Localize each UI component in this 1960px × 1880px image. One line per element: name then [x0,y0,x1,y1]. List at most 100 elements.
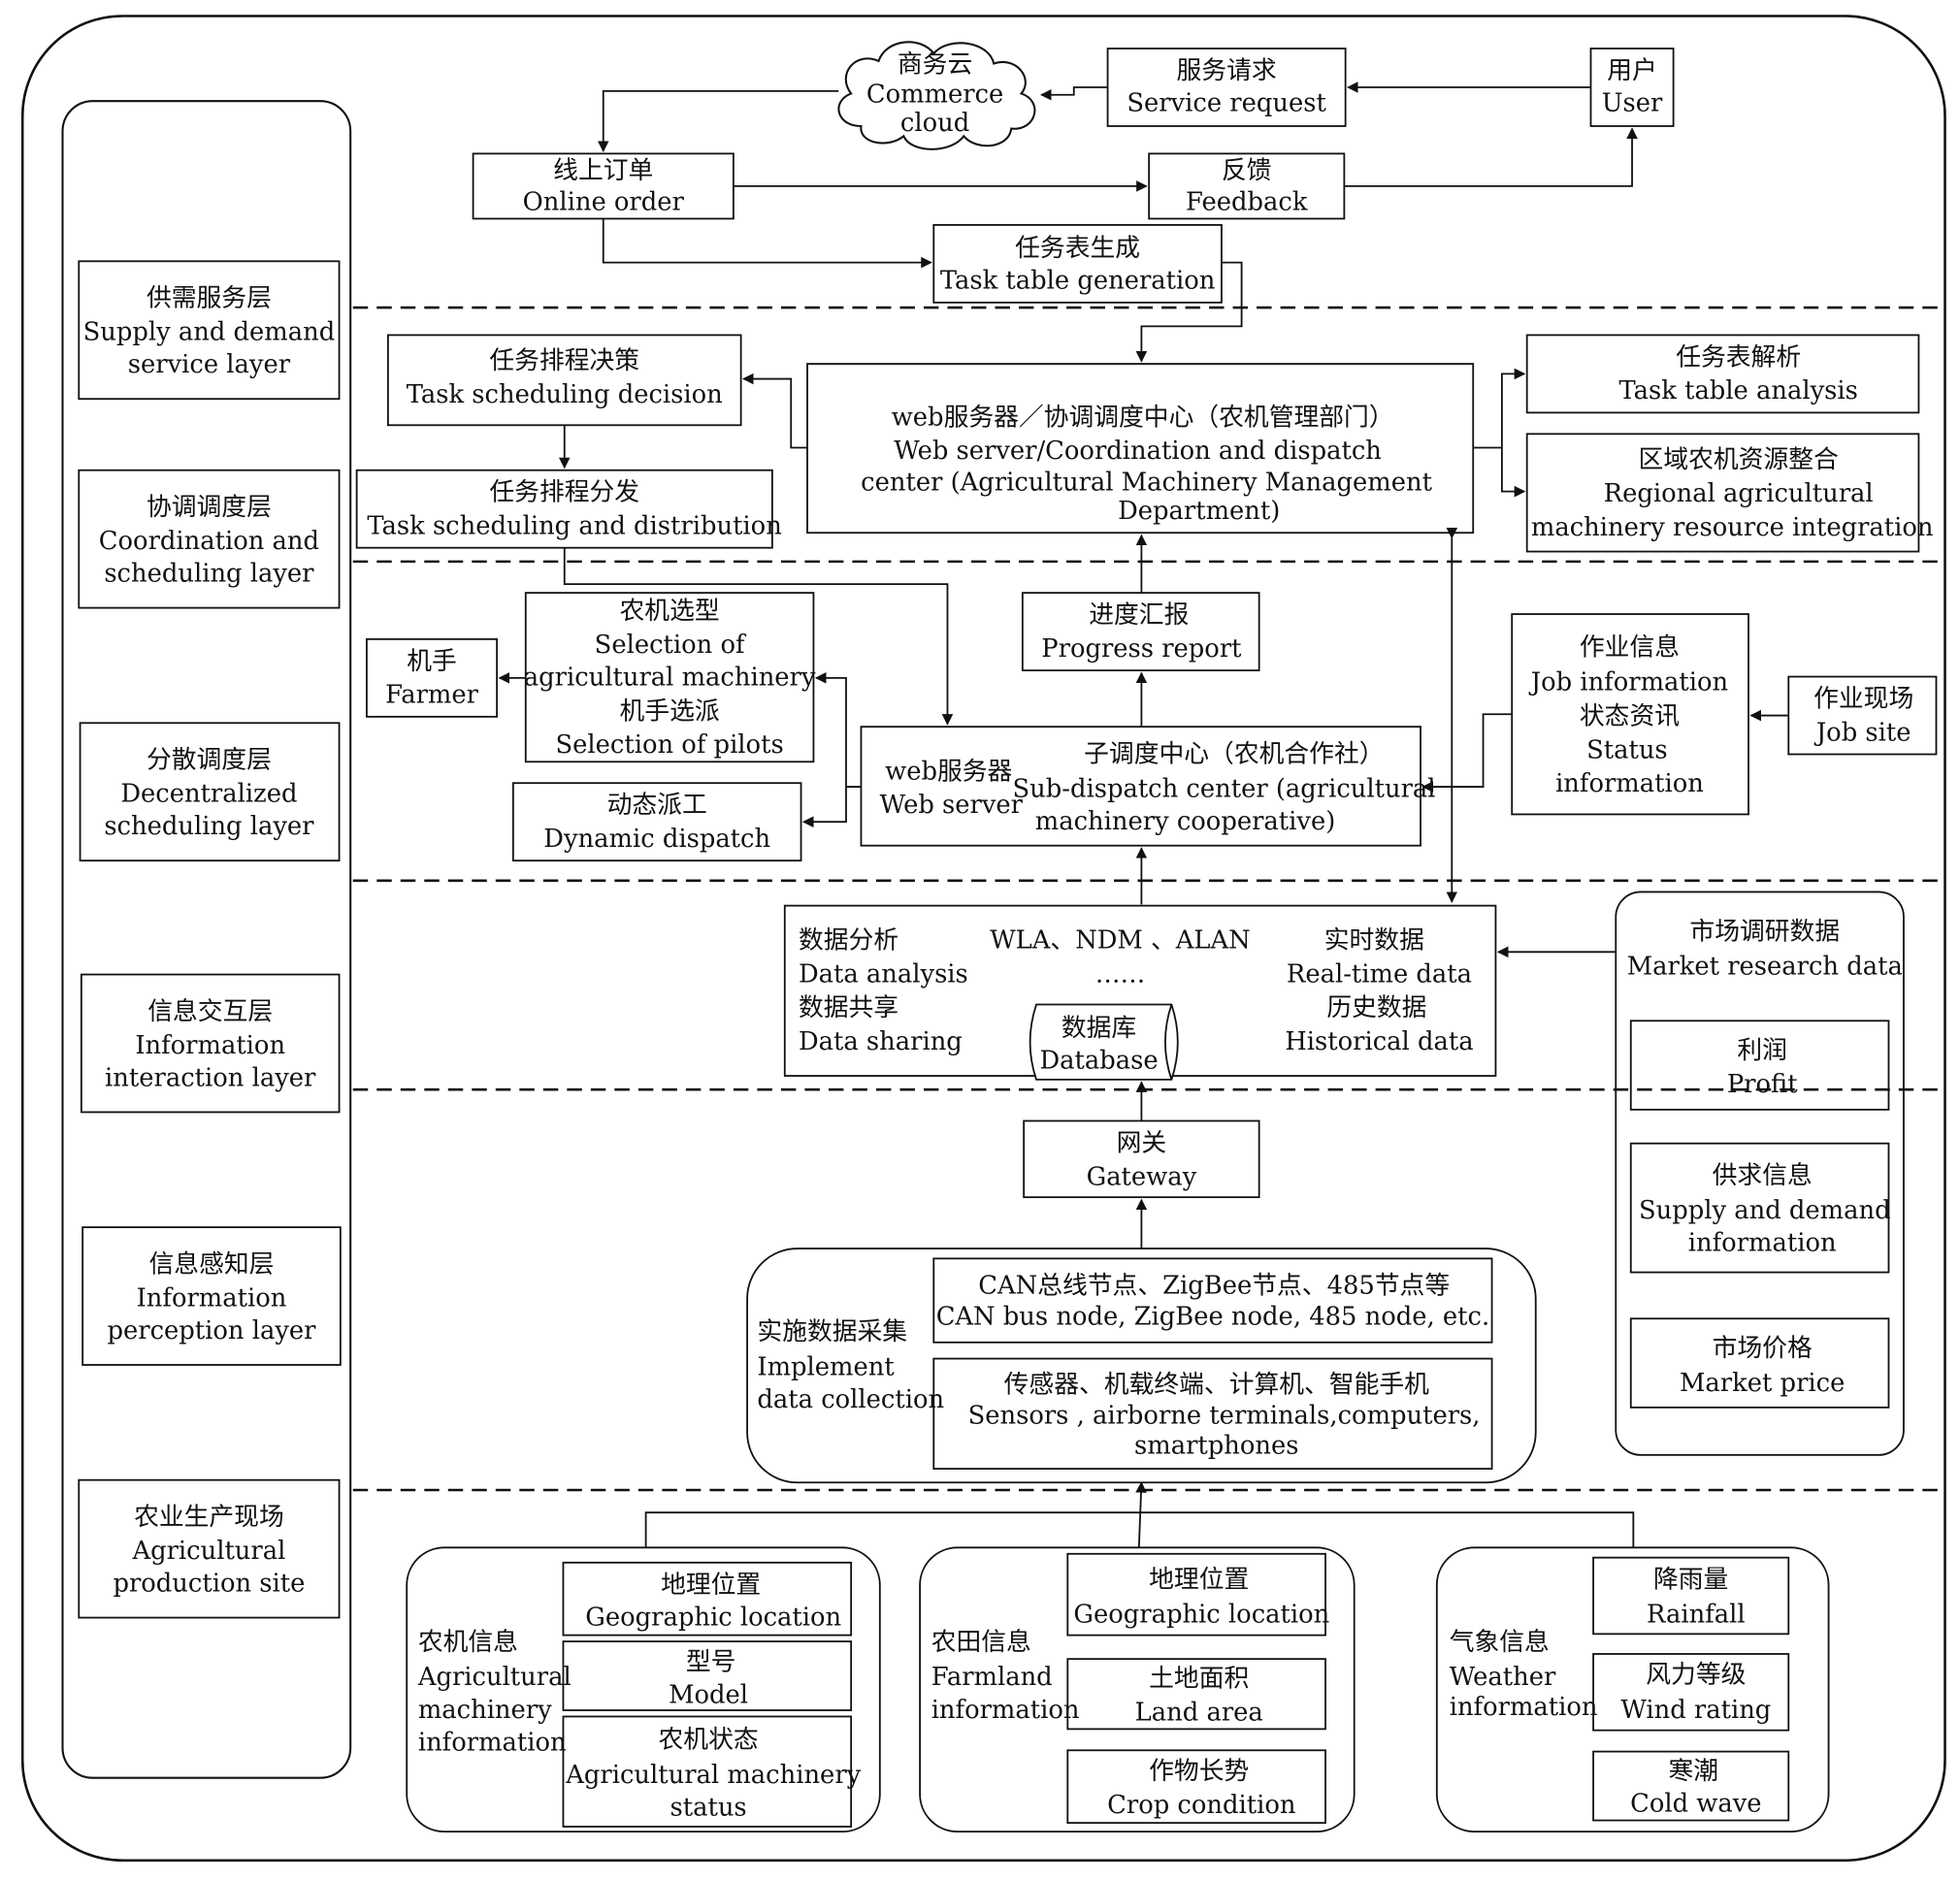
m-model-en: Model [669,1680,748,1709]
center-en1: Web server/Coordination and dispatch [894,437,1382,466]
layer-decent-zh: 分散调度层 [147,746,272,775]
data-sharing-en: Data sharing [799,1027,963,1056]
layer-column [61,100,352,1779]
selection-box: 农机选型 Selection of agricultural machinery… [524,592,816,763]
w-cold-zh: 寒潮 [1668,1757,1718,1786]
subcenter-en2: machinery cooperative) [1035,807,1335,836]
user-en: User [1602,89,1663,118]
gateway-box: 网关 Gateway [1023,1119,1260,1199]
layer-supply-en2: service layer [128,350,291,379]
arrow-webserver-to-selection [814,672,862,788]
layer-label-coordination: 协调调度层 Coordination and scheduling layer [78,469,341,609]
task-table-en: Task table generation [940,267,1216,296]
integration-zh: 区域农机资源整合 [1639,445,1839,474]
webserver-zh: web服务器 [885,757,1012,786]
jobinfo-zh2: 状态资讯 [1580,702,1680,731]
database-en: Database [1039,1046,1158,1075]
online-order-box: 线上订单 Online order [472,152,735,220]
data-platform-box: 数据分析 Data analysis 数据共享 Data sharing WLA… [783,904,1497,1077]
data-sharing-zh: 数据共享 [799,993,898,1022]
sub-dispatch-box: web服务器 Web server 子调度中心（农机合作社） Sub-dispa… [860,726,1436,847]
layer-decent-en1: Decentralized [120,780,297,809]
progress-zh: 进度汇报 [1089,600,1189,630]
arrow-cloud-to-order [597,89,839,152]
nodes-zh: CAN总线节点、ZigBee节点、485节点等 [978,1271,1450,1300]
layer-label-interaction: 信息交互层 Information interaction layer [80,973,341,1114]
user-zh: 用户 [1607,56,1657,85]
job-information-box: 作业信息 Job information 状态资讯 Status informa… [1511,613,1749,816]
m-model-zh: 型号 [686,1648,736,1677]
center-zh: web服务器／协调调度中心（农机管理部门） [892,403,1394,432]
layer-label-perception: 信息感知层 Information perception layer [82,1226,342,1366]
farmland-en2: information [931,1696,1080,1725]
integration-en2: machinery resource integration [1531,513,1934,542]
w-rain-en: Rainfall [1647,1601,1746,1630]
arrow-distribution-to-webserver [563,547,954,726]
user-box: 用户 User [1589,48,1675,127]
arrow-center-to-analysis [1473,368,1526,449]
service-request-en: Service request [1127,89,1326,118]
center-en2: center (Agricultural Machinery Managemen… [861,468,1432,497]
layer-coord-en1: Coordination and [99,527,319,556]
dispatch-zh: 动态派工 [607,791,707,820]
task-table-box: 任务表生成 Task table generation [932,223,1223,304]
arrow-center-to-decision [742,373,807,449]
market-title-en: Market research data [1627,953,1903,982]
supply-info-en1: Supply and demand [1639,1196,1891,1225]
arrow-tasktable-to-center [1135,261,1243,363]
farmer-zh: 机手 [407,647,457,676]
f-area-zh: 土地面积 [1149,1665,1249,1694]
cloud-en2: cloud [900,109,969,138]
data-analysis-en: Data analysis [799,959,968,989]
resource-integration-box: 区域农机资源整合 Regional agricultural machinery… [1525,433,1934,553]
layer-coord-zh: 协调调度层 [147,493,272,522]
gateway-en: Gateway [1087,1162,1197,1191]
layer-decent-en2: scheduling layer [104,812,314,841]
f-area-en: Land area [1135,1698,1263,1727]
realtime-zh: 实时数据 [1324,925,1424,955]
market-price-en: Market price [1680,1369,1845,1398]
collection-en2: data collection [757,1385,944,1414]
nodes-en: CAN bus node, ZigBee node, 485 node, etc… [936,1303,1489,1332]
w-wind-en: Wind rating [1620,1696,1771,1725]
dynamic-dispatch-box: 动态派工 Dynamic dispatch [511,782,802,862]
layer-percep-en1: Information [137,1283,287,1313]
selection-en3: Selection of pilots [556,730,784,760]
realtime-en: Real-time data [1287,959,1472,989]
online-order-en: Online order [523,187,685,216]
center-en3: Department) [1118,497,1280,526]
layer-supply-en1: Supply and demand [83,318,336,347]
arrow-order-to-tasktable [602,218,932,269]
f-crop-zh: 作物长势 [1149,1757,1249,1786]
analysis-zh: 任务表解析 [1676,342,1801,372]
machinery-info-panel: 农机信息 Agricultural machinery information … [406,1546,881,1833]
arrow-feedback-to-user [1344,127,1638,187]
collection-en1: Implement [757,1352,895,1381]
dispatch-en: Dynamic dispatch [543,825,770,854]
protocols-ellipsis: …… [1095,959,1146,989]
layer-supply-zh: 供需服务层 [147,284,272,313]
layer-inter-en2: interaction layer [105,1063,316,1092]
task-table-analysis-box: 任务表解析 Task table analysis [1525,334,1920,414]
collection-zh: 实施数据采集 [757,1317,907,1346]
profit-en: Profit [1727,1070,1798,1099]
distribution-en: Task scheduling and distribution [367,512,781,541]
layer-label-decentralized: 分散调度层 Decentralized scheduling layer [79,722,341,862]
integration-en1: Regional agricultural [1604,479,1874,508]
weather-en2: information [1450,1693,1598,1722]
f-geo-en: Geographic location [1073,1601,1329,1630]
jobinfo-en2: Status [1586,735,1668,764]
arrow-site-to-collection [1135,1481,1147,1548]
feedback-box: 反馈 Feedback [1148,152,1346,220]
weather-zh: 气象信息 [1450,1628,1550,1657]
w-rain-zh: 降雨量 [1653,1566,1728,1595]
task-table-zh: 任务表生成 [1015,234,1140,263]
coordination-center-box: web服务器／协调调度中心（农机管理部门） Web server/Coordin… [806,363,1475,535]
historical-en: Historical data [1285,1027,1473,1056]
farmland-zh: 农田信息 [931,1628,1031,1657]
commerce-cloud: 商务云 Commerce cloud [837,41,1036,150]
analysis-en: Task table analysis [1618,376,1857,405]
decentralized-arrows [498,671,1789,905]
